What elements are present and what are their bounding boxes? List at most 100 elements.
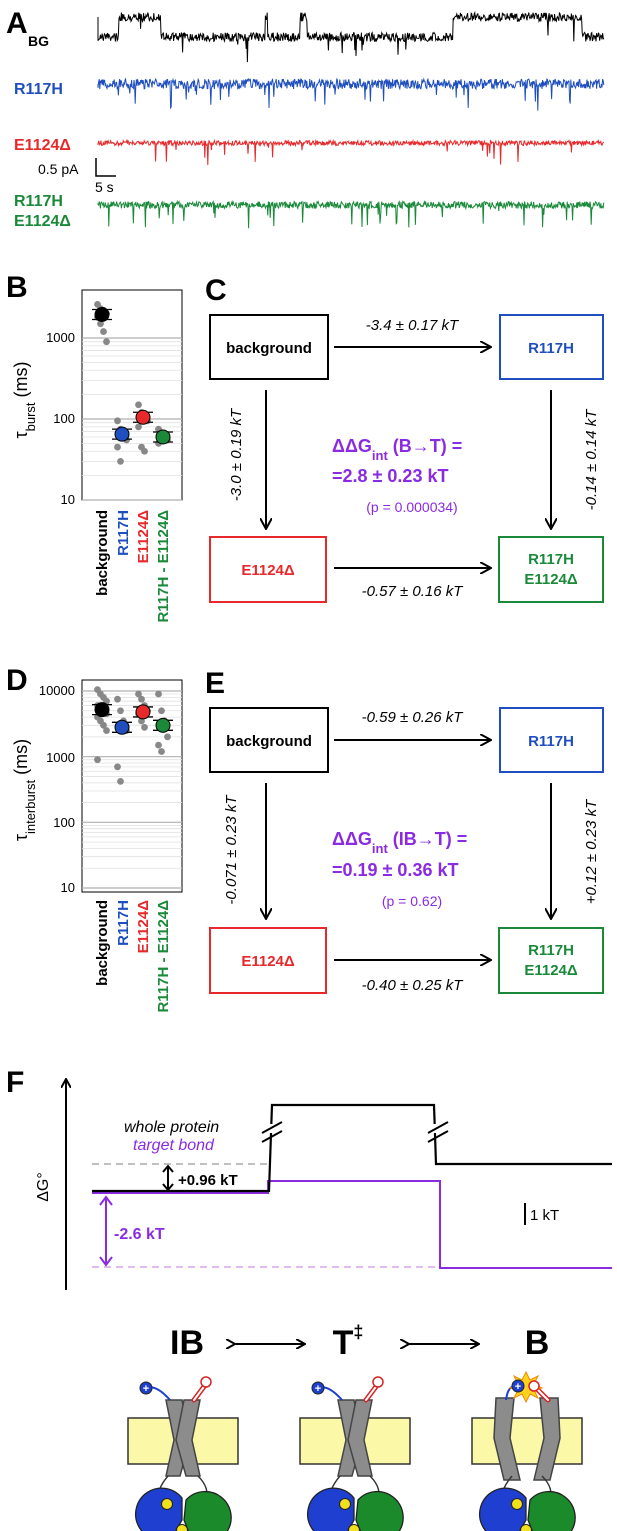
atp-site bbox=[348, 1524, 360, 1531]
trace-label-r117h: R117H bbox=[14, 81, 63, 98]
label-c-right: -0.14 ± 0.14 kT bbox=[583, 408, 600, 511]
data-point bbox=[117, 778, 124, 785]
negative-residue-icon bbox=[528, 1380, 540, 1392]
atp-site bbox=[339, 1498, 351, 1510]
cartoon-t: + bbox=[299, 1376, 411, 1531]
data-point bbox=[117, 707, 124, 715]
negative-residue-icon bbox=[372, 1376, 384, 1388]
plot-b-grid bbox=[82, 337, 182, 501]
cat-b-r117h: R117H bbox=[115, 510, 132, 556]
cartoon-b: + bbox=[471, 1370, 583, 1531]
cat-b-double: R117H - E1124Δ bbox=[155, 510, 172, 623]
data-point bbox=[103, 727, 110, 734]
data-point bbox=[135, 690, 142, 698]
plot-b-ylabel: τburst (ms) bbox=[11, 361, 38, 438]
plot-b-points bbox=[92, 300, 173, 465]
cartoon-ib: + bbox=[127, 1376, 239, 1531]
svg-text:+: + bbox=[515, 1381, 521, 1393]
data-point bbox=[97, 320, 104, 328]
atp-site bbox=[161, 1498, 173, 1510]
state-t: T‡ bbox=[333, 1322, 364, 1362]
data-point bbox=[100, 328, 107, 335]
nbd-green bbox=[355, 1490, 404, 1531]
label-e-bottom: -0.40 ± 0.25 kT bbox=[362, 977, 465, 994]
label-c-bottom: -0.57 ± 0.16 kT bbox=[362, 583, 465, 600]
label-e-top: -0.59 ± 0.26 kT bbox=[362, 709, 465, 726]
nbd-blue bbox=[135, 1487, 183, 1531]
ddg-e-pvalue: (p = 0.62) bbox=[382, 893, 442, 909]
box-c-r117h-label: R117H bbox=[528, 340, 574, 357]
helix-right bbox=[347, 1399, 373, 1477]
mean-marker bbox=[94, 702, 110, 718]
scheme-c: background R117H E1124Δ R117H E1124Δ -3.… bbox=[209, 314, 604, 603]
ddg-c-value: =2.8 ± 0.23 kT bbox=[332, 466, 448, 486]
tick-d-100: 100 bbox=[53, 815, 75, 830]
data-point bbox=[114, 417, 121, 425]
box-e-r117h bbox=[499, 707, 604, 773]
data-point bbox=[158, 748, 165, 755]
tick-b-10: 10 bbox=[61, 492, 75, 507]
legend-whole-protein: whole protein bbox=[124, 1119, 219, 1136]
membrane bbox=[471, 1417, 583, 1465]
ddg-e-value: =0.19 ± 0.36 kT bbox=[332, 860, 458, 880]
box-e-double-label-2: E1124Δ bbox=[524, 962, 578, 979]
box-c-double bbox=[498, 536, 604, 603]
panel-letter-b: B bbox=[6, 271, 28, 304]
tick-d-1000: 1000 bbox=[46, 750, 75, 765]
energy-scale-label: 1 kT bbox=[530, 1207, 559, 1224]
scheme-e: background R117H E1124Δ R117H E1124Δ -0.… bbox=[209, 707, 604, 994]
mean-marker bbox=[155, 717, 171, 733]
box-e-e1124-label: E1124Δ bbox=[241, 953, 295, 970]
trace-label-double-1: R117H bbox=[14, 193, 63, 210]
trace-label-bg: BG bbox=[28, 33, 49, 49]
trace-label-e1124: E1124Δ bbox=[14, 137, 71, 154]
whole-protein-profile bbox=[92, 1103, 612, 1193]
box-e-double bbox=[498, 927, 604, 994]
delta-whole-label: +0.96 kT bbox=[178, 1172, 238, 1189]
data-point bbox=[141, 723, 148, 731]
box-e-background bbox=[209, 707, 329, 773]
delta-target-label: -2.6 kT bbox=[114, 1226, 165, 1243]
data-point bbox=[117, 457, 124, 465]
mean-marker bbox=[135, 704, 151, 720]
label-c-left: -3.0 ± 0.19 kT bbox=[228, 407, 245, 501]
svg-text:+: + bbox=[315, 1383, 321, 1395]
data-point bbox=[141, 447, 148, 455]
ddg-c-pvalue: (p = 0.000034) bbox=[366, 499, 457, 515]
state-ib: IB bbox=[170, 1324, 204, 1362]
data-point bbox=[94, 756, 101, 764]
cat-d-e1124: E1124Δ bbox=[135, 900, 152, 954]
trace-background bbox=[97, 10, 605, 63]
energy-diagram: ΔG° whole protein target bond +0.96 kT -… bbox=[35, 1080, 612, 1362]
panel-letter-c: C bbox=[205, 274, 227, 307]
energy-axis-label: ΔG° bbox=[35, 1172, 52, 1202]
cat-b-e1124: E1124Δ bbox=[135, 510, 152, 564]
data-point bbox=[100, 721, 107, 729]
box-c-background bbox=[209, 314, 329, 380]
plot-b: 1000 100 10 τburst (ms) background R117H… bbox=[11, 289, 183, 623]
state-b: B bbox=[525, 1324, 550, 1362]
data-point bbox=[164, 733, 171, 741]
nbd-green bbox=[527, 1490, 576, 1531]
box-c-r117h bbox=[499, 314, 604, 380]
box-c-double-label-1: R117H bbox=[528, 551, 574, 568]
box-e-background-label: background bbox=[226, 733, 312, 750]
label-c-top: -3.4 ± 0.17 kT bbox=[366, 317, 460, 334]
cat-d-double: R117H - E1124Δ bbox=[155, 900, 172, 1013]
axis-break-left bbox=[261, 1121, 283, 1143]
atp-site bbox=[511, 1498, 523, 1510]
nbd-green bbox=[183, 1490, 232, 1531]
box-e-double-label-1: R117H bbox=[528, 942, 574, 959]
data-point bbox=[155, 741, 162, 749]
tick-d-10: 10 bbox=[61, 880, 75, 895]
helix-right bbox=[175, 1399, 201, 1477]
plot-d: 10000 1000 100 10 τinterburst (ms) backg… bbox=[11, 679, 183, 1013]
label-e-left: -0.071 ± 0.23 kT bbox=[223, 794, 240, 905]
data-point bbox=[155, 690, 162, 698]
box-c-e1124 bbox=[209, 536, 327, 603]
helix-right bbox=[533, 1397, 561, 1481]
ddg-c-title: ΔΔGint (B→T) = bbox=[332, 436, 462, 463]
trace-e1124 bbox=[97, 138, 605, 166]
data-point bbox=[103, 338, 110, 346]
